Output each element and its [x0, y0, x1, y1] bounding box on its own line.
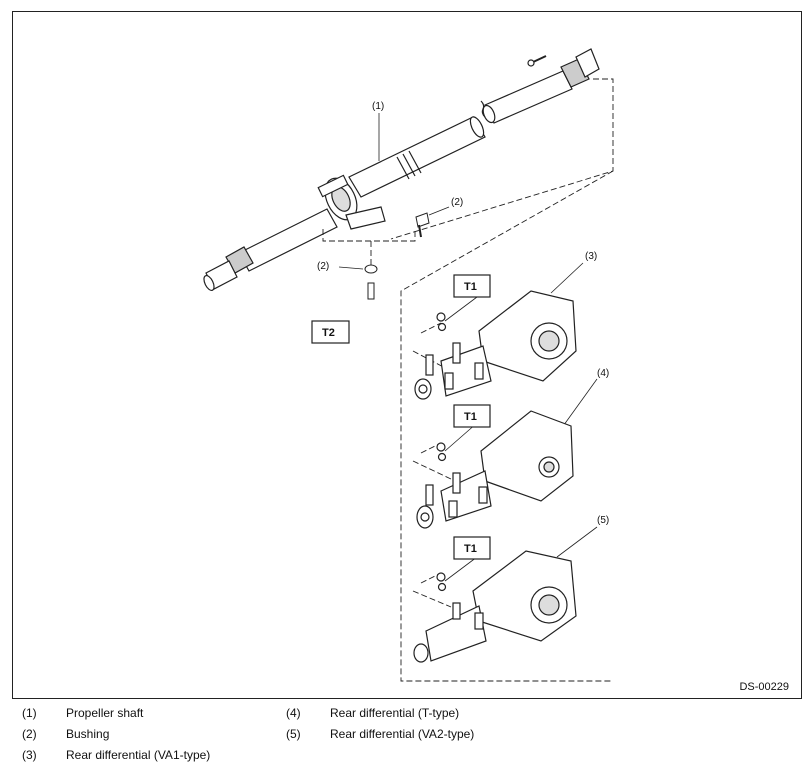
legend-label: Bushing [66, 727, 110, 741]
legend-item: (2) Bushing [22, 727, 109, 741]
bushing-upper [415, 212, 430, 238]
legend-number: (1) [22, 706, 37, 720]
svg-text:T1: T1 [464, 281, 477, 293]
legend-number: (3) [22, 748, 37, 762]
legend-label: Rear differential (VA2-type) [330, 727, 475, 741]
diagram-frame: (1) (2) (2) (3) (4) (5) T2 T1 T1 T1 DS-0… [12, 11, 802, 699]
legend-item: (4) Rear differential (T-type) [286, 706, 459, 720]
callout-1: (1) [372, 101, 384, 112]
legend-number: (4) [286, 706, 301, 720]
rear-differential-va2 [413, 550, 577, 663]
torque-box-t1-middle: T1 [453, 404, 491, 428]
legend-item: (1) Propeller shaft [22, 706, 143, 720]
propeller-shaft [203, 48, 600, 292]
legend-number: (5) [286, 727, 301, 741]
legend-item: (5) Rear differential (VA2-type) [286, 727, 474, 741]
svg-text:T1: T1 [464, 411, 477, 423]
callout-leaders [338, 113, 598, 582]
legend-label: Propeller shaft [66, 706, 144, 720]
torque-box-t1-upper: T1 [453, 274, 491, 298]
legend-number: (2) [22, 727, 37, 741]
callout-4: (4) [597, 368, 609, 379]
bushing-lower [364, 264, 378, 300]
torque-box-t1-lower: T1 [453, 536, 491, 560]
svg-text:T2: T2 [322, 327, 335, 339]
callout-3: (3) [585, 251, 597, 262]
assembly-guide-lines [322, 78, 614, 682]
callout-2-lower: (2) [317, 261, 329, 272]
callout-2-upper: (2) [451, 197, 463, 208]
svg-text:T1: T1 [464, 543, 477, 555]
callout-5: (5) [597, 515, 609, 526]
rear-differential-t [416, 410, 574, 529]
exploded-diagram: (1) (2) (2) (3) (4) (5) T2 T1 T1 T1 [203, 48, 614, 682]
figure-code: DS-00229 [739, 681, 789, 693]
torque-box-t2: T2 [311, 320, 350, 344]
legend-label: Rear differential (T-type) [330, 706, 460, 720]
legend-label: Rear differential (VA1-type) [66, 748, 211, 762]
rear-differential-va1 [414, 290, 577, 400]
legend-item: (3) Rear differential (VA1-type) [22, 748, 210, 762]
